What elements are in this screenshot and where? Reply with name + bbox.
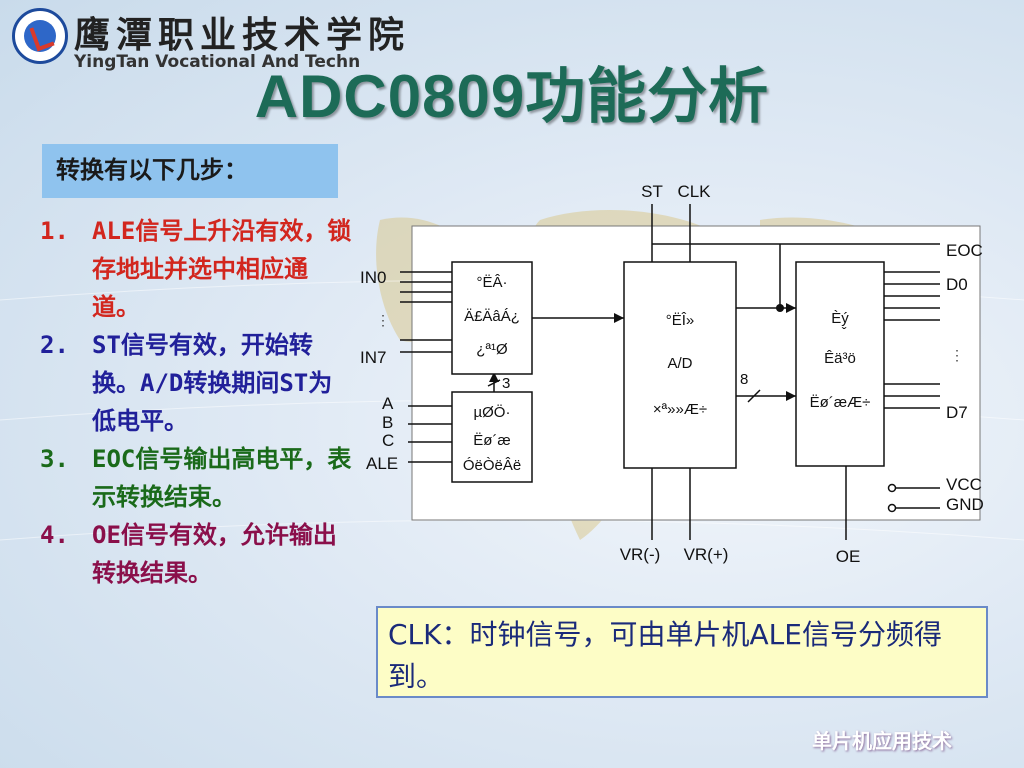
adc0809-block-diagram: ⋮ ⋮ ST CLK VR(-) VR(+) OE °ËÂ· Ä£ÄâÁ¿ ¿ª… — [360, 182, 984, 566]
pin-clk: CLK — [677, 182, 711, 201]
analog-mux-block — [451, 261, 533, 375]
college-logo — [12, 8, 68, 64]
college-name-en: YingTan Vocational And Techn — [74, 52, 361, 72]
adc-converter-block — [623, 261, 737, 469]
step-number: 2. — [40, 331, 69, 359]
step-text: OE信号有效，允许输出转换结果。 — [92, 521, 337, 587]
course-footer: 单片机应用技术 — [812, 729, 952, 753]
svg-text:⋮: ⋮ — [376, 312, 390, 328]
logo-globe-icon — [24, 20, 56, 52]
step-item: 4. OE信号有效，允许输出转换结果。 — [40, 516, 352, 592]
latch-line-2: Ëø´æ — [473, 432, 511, 449]
step-number: 1. — [40, 217, 69, 245]
bus-width-8: 8 — [740, 371, 748, 388]
college-name-cn: 鹰潭职业技术学院 — [74, 14, 411, 56]
pin-ale: ALE — [366, 454, 398, 473]
adc-line-1: °ËÎ» — [666, 312, 695, 329]
pin-in0: IN0 — [360, 268, 386, 287]
step-item: 3. EOC信号输出高电平，表示转换结束。 — [40, 440, 352, 516]
mux-line-3: ¿ª¹Ø — [476, 341, 508, 358]
pin-in7: IN7 — [360, 348, 386, 367]
pin-eoc: EOC — [946, 241, 983, 260]
pin-oe: OE — [836, 547, 861, 566]
clk-note-box: CLK：时钟信号，可由单片机ALE信号分频得到。 — [376, 606, 988, 698]
pin-d7: D7 — [946, 403, 968, 422]
mux-line-1: °ËÂ· — [476, 274, 507, 291]
bus-width-3: 3 — [502, 375, 510, 392]
latch-line-3: ÓëÒëÂë — [463, 457, 521, 474]
step-text: ST信号有效，开始转换。A/D转换期间ST为低电平。 — [92, 331, 333, 435]
adc-line-2: A/D — [667, 355, 692, 372]
pin-vr-minus: VR(-) — [620, 545, 661, 564]
step-item: 2. ST信号有效，开始转换。A/D转换期间ST为低电平。 — [40, 326, 352, 440]
pin-st: ST — [641, 182, 663, 201]
step-text: ALE信号上升沿有效，锁存地址并选中相应通道。 — [92, 217, 352, 321]
pin-d0: D0 — [946, 275, 968, 294]
output-latch-block — [795, 261, 885, 467]
pin-b: B — [382, 413, 393, 432]
step-number: 4. — [40, 521, 69, 549]
step-number: 3. — [40, 445, 69, 473]
step-item: 1. ALE信号上升沿有效，锁存地址并选中相应通道。 — [40, 212, 352, 326]
out-line-1: Èý̬ — [831, 310, 849, 329]
svg-text:⋮: ⋮ — [950, 347, 964, 363]
pin-c: C — [382, 431, 394, 450]
out-line-3: Ëø´æÆ÷ — [810, 394, 871, 411]
steps-heading: 转换有以下几步： — [42, 144, 338, 198]
step-text: EOC信号输出高电平，表示转换结束。 — [92, 445, 352, 511]
pin-a: A — [382, 394, 394, 413]
junction-dot — [776, 304, 784, 312]
pin-vr-plus: VR(+) — [684, 545, 729, 564]
out-line-2: Êä³ö — [824, 350, 856, 367]
pin-gnd: GND — [946, 495, 984, 514]
slide-title: ADC0809功能分析 — [254, 63, 770, 130]
latch-line-1: µØÖ· — [474, 403, 511, 421]
steps-list: 1. ALE信号上升沿有效，锁存地址并选中相应通道。 2. ST信号有效，开始转… — [40, 212, 352, 592]
pin-vcc: VCC — [946, 475, 982, 494]
address-latch-block — [451, 391, 533, 483]
adc-line-3: ×ª»»Æ÷ — [653, 401, 707, 418]
mux-line-2: Ä£ÄâÁ¿ — [464, 308, 520, 325]
